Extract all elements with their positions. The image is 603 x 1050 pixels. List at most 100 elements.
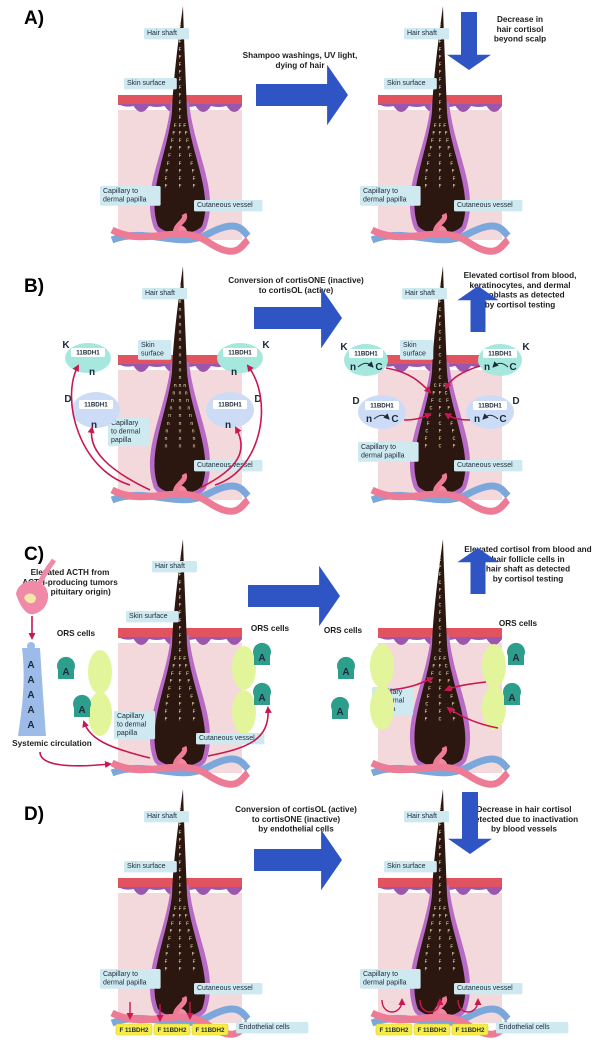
cortisol-glyph: F: [178, 679, 181, 685]
cortisol-glyph: n: [178, 368, 181, 374]
panel-a-right-capillary-label-line: dermal papilla: [363, 197, 407, 204]
cortisol-glyph: n: [174, 383, 177, 389]
keratinocyte-right-symbol-line: n: [231, 367, 237, 378]
ors-label-right-line: ORS cells: [251, 624, 290, 633]
cortisol-glyph: F: [178, 108, 181, 114]
systemic-vessel: [18, 648, 46, 736]
panel-d-right-vessel-label-bg: [454, 983, 523, 995]
cortisol-glyph: F: [438, 153, 441, 159]
endothelial-enzyme: F 11BDH2: [196, 1027, 225, 1034]
panel-c-acth-caption-line: (e.g., pituitary origin): [29, 588, 111, 597]
cortisol-glyph: F: [178, 906, 181, 912]
panel-d-right-vessel-label: Cutaneous vessel: [457, 985, 513, 992]
fibroblast-left-r-conversion-arrow: [373, 413, 390, 420]
panel-d-arrow-caption-line: by endothelial cells: [258, 825, 334, 834]
panel-d-result-caption-line: Decrease in hair cortisol: [476, 805, 571, 814]
flow-arrow: [444, 681, 487, 692]
panel-a-result-caption-line: beyond scalp: [494, 35, 546, 44]
cortisol-glyph: F: [438, 184, 441, 190]
cortisol-glyph: F: [438, 39, 441, 45]
endothelial-cell: [115, 1023, 153, 1036]
panel-d-right-vessel-label-line: Cutaneous vessel: [457, 985, 513, 992]
cortisol-glyph: C: [438, 694, 441, 700]
cortisol-glyph: F: [450, 694, 453, 700]
panel-d-right-endothelial-label: Endothelial cells: [499, 1024, 550, 1031]
cortisol-glyph: F: [438, 77, 441, 83]
panel-d-right-skin-surface-label: Skin surface: [387, 863, 426, 870]
cortisol-glyph: F: [172, 913, 175, 919]
cortisol-glyph: F: [434, 906, 437, 912]
ors-cell: [370, 644, 394, 688]
fibroblast-right-symbol-line: n: [225, 420, 231, 431]
panel-a-arrow-caption: Shampoo washings, UV light,dying of hair: [243, 51, 358, 70]
panel-b-right-capillary-label-line: Capillary to: [361, 444, 396, 451]
cortisol-glyph: n: [178, 284, 181, 290]
panel-d-right-endothelial-label-bg: [496, 1022, 569, 1034]
cortisol-glyph: F: [178, 618, 181, 624]
cortisol-glyph: F: [178, 138, 181, 144]
panel-b-left-hair-shaft-label-line: Hair shaft: [145, 290, 175, 297]
cortisol-glyph: F: [452, 959, 455, 965]
tumor-icon: [24, 593, 36, 604]
fibroblast-left-r-enzyme-box: [365, 401, 399, 410]
endothelial-cell: [153, 1023, 191, 1036]
panel-c-left-capillary-label-line: to dermal: [117, 722, 147, 729]
cortisol-glyph: F: [167, 694, 170, 700]
fibroblast-right-r-sym-b: C: [499, 414, 506, 425]
cortisol-glyph: F: [178, 891, 181, 897]
cortisol-glyph: F: [438, 123, 441, 129]
acth-letter-line: A: [508, 693, 515, 704]
capillary-loop: [432, 472, 448, 497]
ors-label-right: ORS cells: [251, 624, 290, 633]
cortisol-glyph: F: [438, 656, 441, 662]
keratinocyte-right-r-sym-a-line: n: [484, 362, 490, 373]
fibroblast-right-enzyme: 11BDH1: [218, 402, 242, 409]
cortisol-glyph: F: [178, 709, 181, 715]
cortisol-glyph: F: [178, 587, 181, 593]
fibroblast-right-r-enzyme-box: [473, 401, 507, 410]
cortisol-glyph: F: [446, 398, 449, 404]
cortisol-glyph: C: [438, 352, 441, 358]
cortisol-glyph: F: [178, 39, 181, 45]
cortisol-glyph: F: [164, 967, 167, 973]
cortisol-glyph: n: [190, 421, 193, 427]
cortisol-glyph: n: [178, 383, 181, 389]
cortisol-glyph: F: [438, 47, 441, 53]
fibroblast-right-r-sym-a-line: n: [474, 414, 480, 425]
panel-c-label: C): [24, 544, 44, 565]
flow-arrow: [39, 751, 112, 768]
cortisol-glyph: F: [424, 717, 427, 723]
cortisol-glyph: F: [438, 906, 441, 912]
panel-b-right-hair-shaft-label: Hair shaft: [405, 290, 435, 297]
cortisol-glyph: F: [178, 100, 181, 106]
cortisol-glyph: F: [438, 146, 441, 152]
flow-arrow: [199, 426, 242, 489]
panel-d-right-skin-surface-label-line: Skin surface: [387, 863, 426, 870]
cortisol-glyph: F: [167, 161, 170, 167]
keratinocyte-left-r-letter-line: K: [340, 342, 348, 353]
vessel-pink: [110, 759, 251, 788]
cortisol-glyph: F: [192, 168, 195, 174]
ors-label-left-line: ORS cells: [57, 629, 96, 638]
panel-c-left-hair-shaft-label-bg: [152, 561, 197, 573]
cortisol-glyph: F: [438, 595, 441, 601]
panel-d-right-endothelial-label-line: Endothelial cells: [499, 1024, 550, 1031]
fibroblast-right-r-sym-a: n: [474, 414, 480, 425]
acth-letter-line: A: [78, 705, 85, 716]
fibroblast-right-r-letter: D: [512, 396, 519, 407]
capillary-loop: [172, 472, 188, 497]
panel-d-left-skin-surface-label: Skin surface: [127, 863, 166, 870]
panel-a-arrow-caption-line: dying of hair: [275, 61, 325, 70]
acth-receptor-cell: [507, 642, 525, 665]
flow-arrow: [389, 677, 434, 691]
keratinocyte-left-r-conversion-arrow: [357, 361, 374, 368]
skin-hair-unit: nnnnnnnnnnnnnnnnnnnnnnnnnnnnnnnnnnnnnnnn: [110, 266, 251, 515]
cortisol-glyph: F: [445, 130, 448, 136]
cortisol-glyph: F: [438, 822, 441, 828]
cortisol-glyph: C: [438, 625, 441, 631]
hair-shaft: [154, 789, 206, 1017]
cortisol-glyph: F: [178, 944, 181, 950]
